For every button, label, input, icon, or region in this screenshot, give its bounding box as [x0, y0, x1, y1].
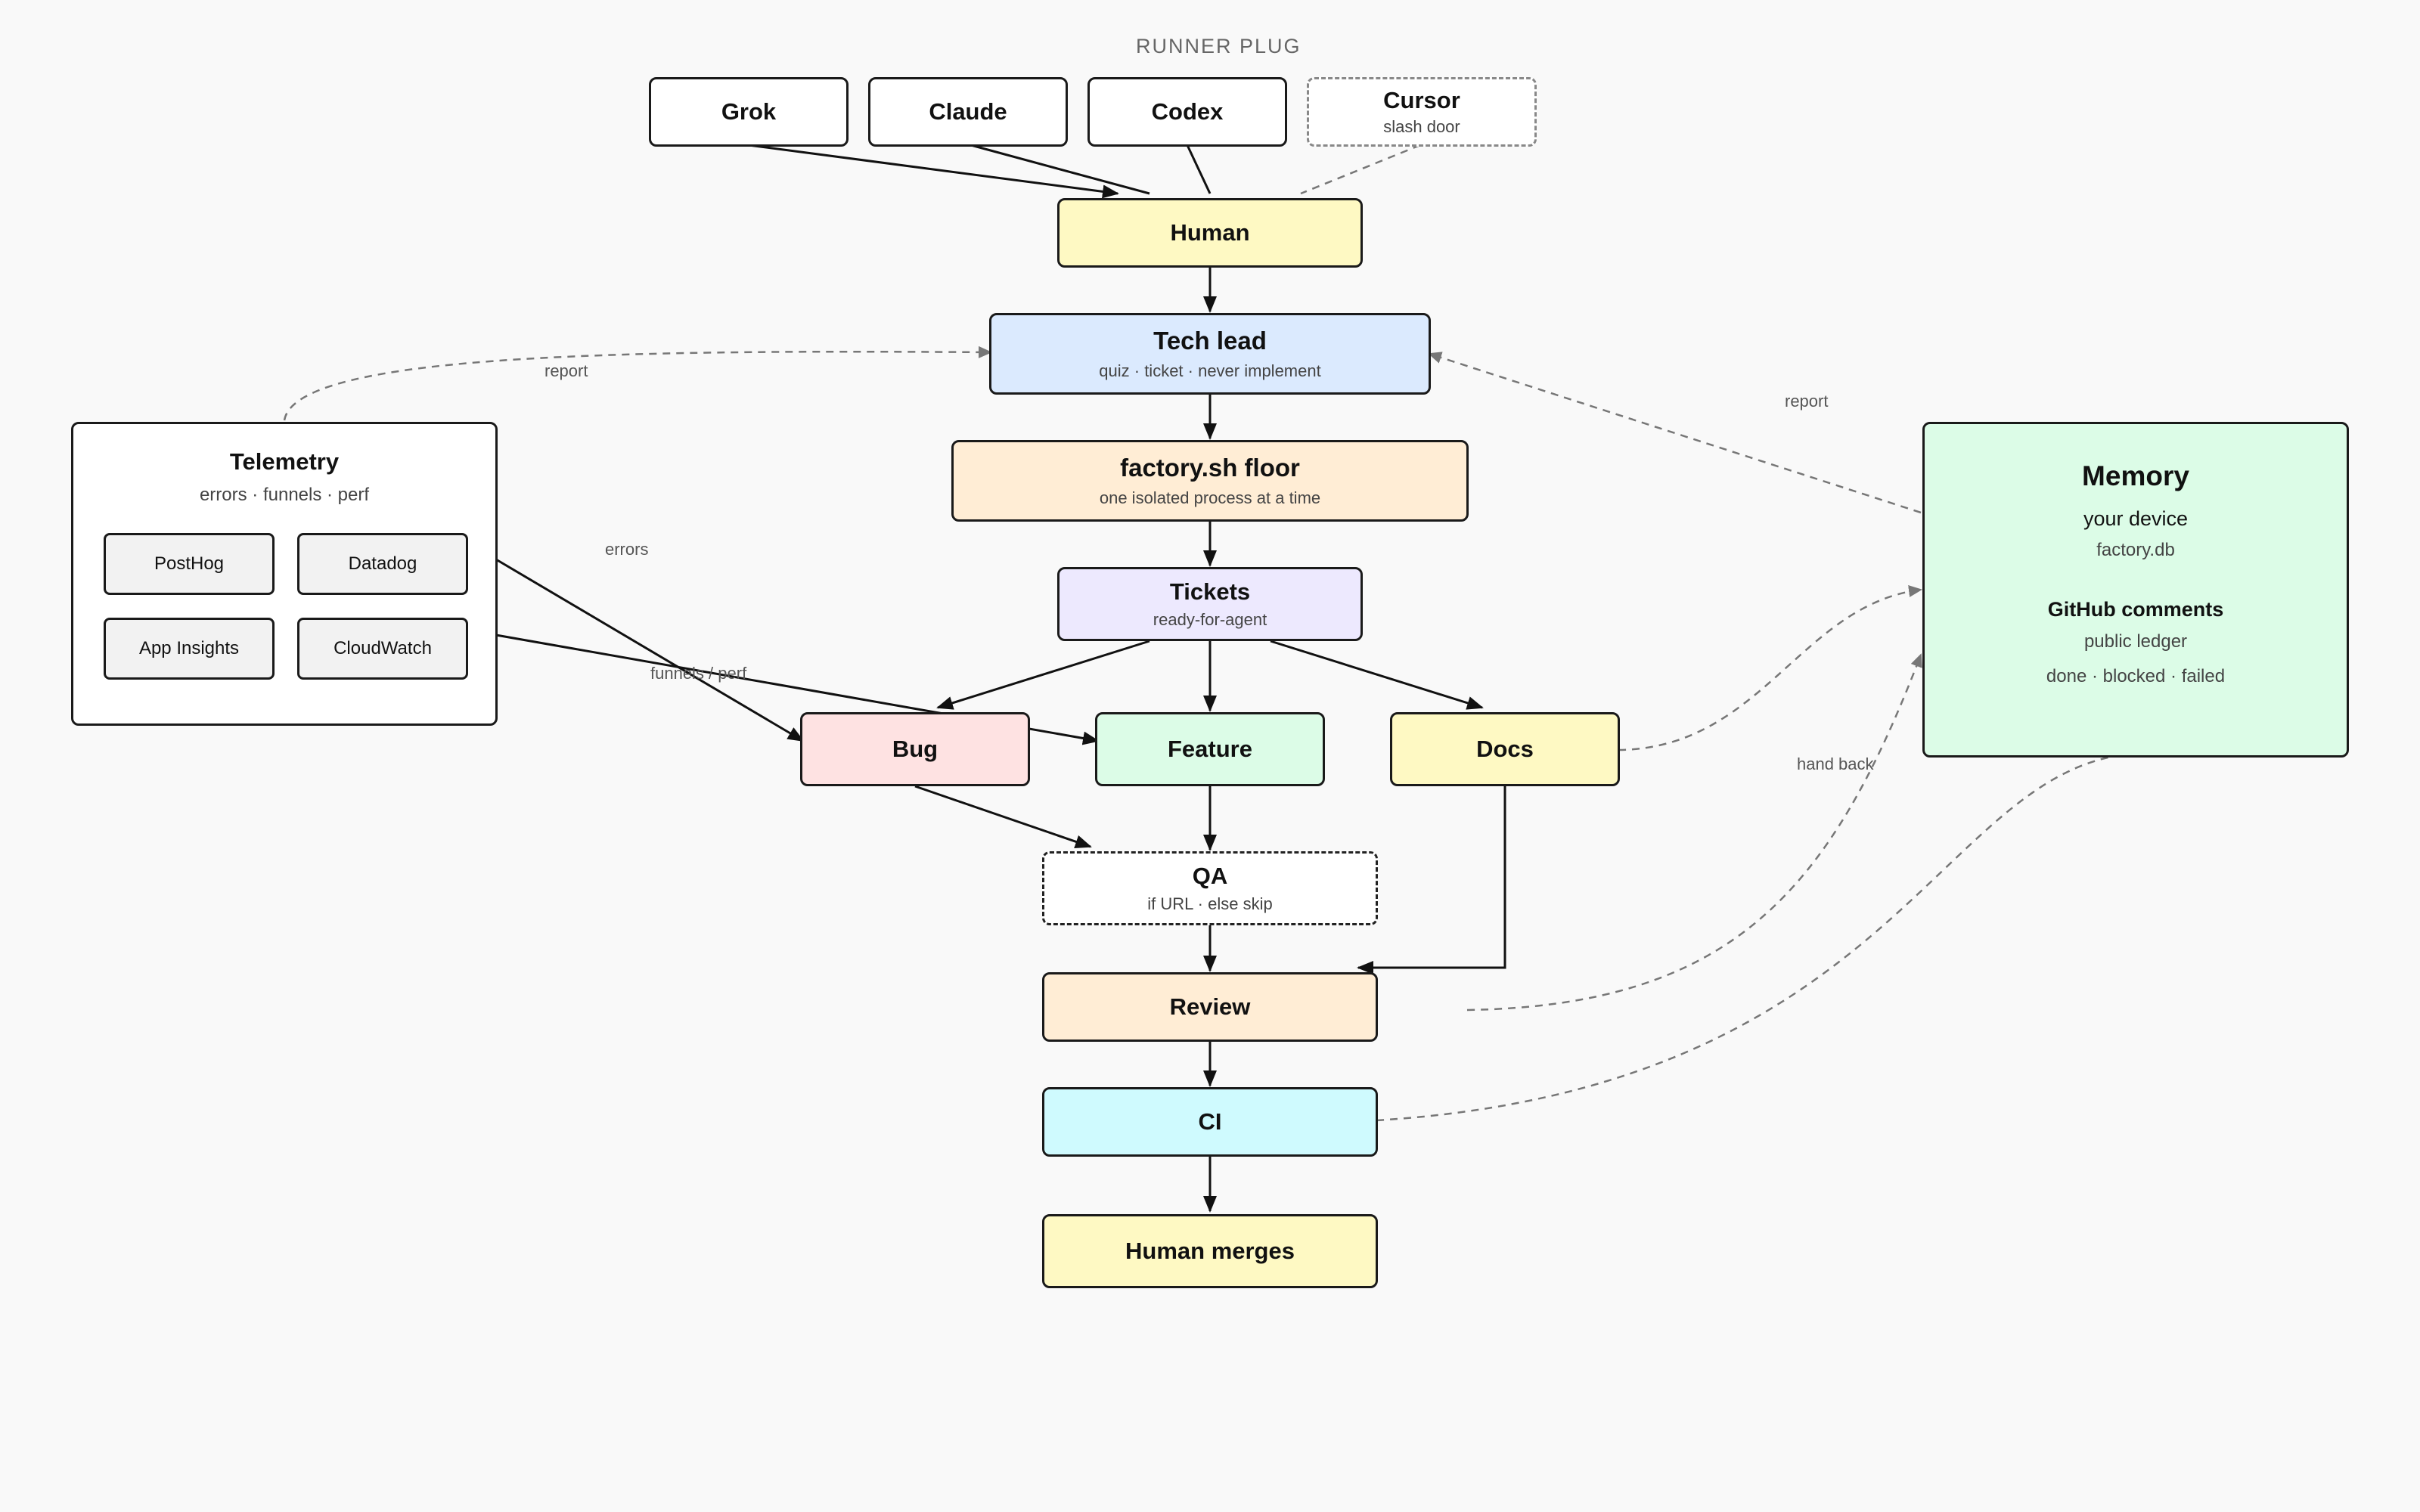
node-factory-floor[interactable]: factory.sh floor one isolated process at…: [951, 440, 1469, 522]
node-tickets-title: Tickets: [1169, 578, 1251, 606]
edge-cursor-human: [1300, 144, 1421, 195]
node-tech-lead[interactable]: Tech lead quiz · ticket · never implemen…: [989, 313, 1431, 395]
runner-claude-label: Claude: [929, 98, 1007, 125]
node-tech-lead-title: Tech lead: [1153, 327, 1267, 355]
node-qa-subtitle: if URL · else skip: [1147, 894, 1273, 913]
telemetry-panel[interactable]: Telemetry errors · funnels · perf PostHo…: [71, 422, 498, 726]
node-ci-label: CI: [1198, 1108, 1222, 1136]
memory-device-label: your device: [2083, 507, 2189, 530]
memory-db-name: factory.db: [2096, 540, 2175, 560]
node-tech-lead-subtitle: quiz · ticket · never implement: [1099, 361, 1321, 380]
node-tickets[interactable]: Tickets ready-for-agent: [1057, 567, 1363, 641]
node-human-merges-label: Human merges: [1125, 1238, 1295, 1265]
edge-telemetry-report: [283, 345, 992, 421]
runner-cursor-label: Cursor: [1383, 87, 1460, 114]
edge-label-report-right: report: [1785, 392, 1829, 411]
memory-title: Memory: [2082, 460, 2189, 491]
node-tickets-subtitle: ready-for-agent: [1153, 609, 1267, 629]
edge-tickets-bug: [936, 640, 1150, 710]
edge-label-funnels-perf: funnels / perf: [650, 664, 747, 683]
node-human-label: Human: [1170, 219, 1250, 246]
edge-telemetry-bug-errors: [495, 558, 805, 742]
edge-codex-human: [1186, 144, 1212, 194]
edge-bug-qa: [914, 785, 1092, 848]
edge-docs-memory: [1618, 585, 1922, 751]
node-review[interactable]: Review: [1042, 972, 1378, 1042]
node-feature[interactable]: Feature: [1095, 712, 1325, 786]
runner-codex-label: Codex: [1151, 98, 1224, 125]
runner-codex[interactable]: Codex: [1087, 77, 1287, 147]
edge-memory-report: [1428, 352, 1922, 514]
memory-statuses: done · blocked · failed: [2046, 666, 2226, 686]
edge-review-memory-handback: [1466, 653, 1922, 1012]
node-bug-label: Bug: [892, 736, 939, 763]
edge-grok-human: [748, 144, 1119, 199]
runner-claude[interactable]: Claude: [868, 77, 1068, 147]
node-review-label: Review: [1169, 993, 1251, 1021]
telemetry-tool-app-insights[interactable]: App Insights: [104, 618, 275, 680]
node-factory-floor-title: factory.sh floor: [1120, 454, 1300, 482]
telemetry-tool-posthog[interactable]: PostHog: [104, 533, 275, 595]
node-qa-title: QA: [1192, 863, 1228, 890]
edge-ci-memory: [1376, 753, 2126, 1122]
telemetry-tool-cloudwatch[interactable]: CloudWatch: [297, 618, 468, 680]
node-feature-label: Feature: [1168, 736, 1252, 763]
node-qa[interactable]: QA if URL · else skip: [1042, 851, 1378, 925]
memory-panel[interactable]: Memory your device factory.db GitHub com…: [1922, 422, 2349, 758]
edge-tickets-docs: [1270, 640, 1484, 710]
edge-docs-review: [1357, 786, 1506, 974]
memory-comments-title: GitHub comments: [2047, 598, 2224, 621]
node-human[interactable]: Human: [1057, 198, 1363, 268]
telemetry-tool-datadog[interactable]: Datadog: [297, 533, 468, 595]
memory-comments-subtitle: public ledger: [2083, 631, 2188, 652]
node-docs-label: Docs: [1476, 736, 1534, 763]
edge-label-hand-back: hand back: [1797, 754, 1874, 773]
node-human-merges[interactable]: Human merges: [1042, 1214, 1378, 1288]
runner-grok[interactable]: Grok: [649, 77, 849, 147]
runner-cursor[interactable]: Cursor slash door: [1307, 77, 1537, 147]
edge-label-errors: errors: [605, 540, 649, 559]
edge-claude-human: [970, 144, 1150, 195]
runner-cursor-subtitle: slash door: [1383, 116, 1460, 136]
node-ci[interactable]: CI: [1042, 1087, 1378, 1157]
edge-label-report-left: report: [544, 361, 588, 380]
runner-grok-label: Grok: [721, 98, 777, 125]
node-bug[interactable]: Bug: [800, 712, 1030, 786]
node-docs[interactable]: Docs: [1390, 712, 1620, 786]
telemetry-title: Telemetry: [229, 448, 340, 475]
telemetry-subtitle: errors · funnels · perf: [199, 485, 370, 505]
runner-plug-label: RUNNER PLUG: [1136, 35, 1302, 57]
node-factory-floor-subtitle: one isolated process at a time: [1099, 488, 1321, 507]
